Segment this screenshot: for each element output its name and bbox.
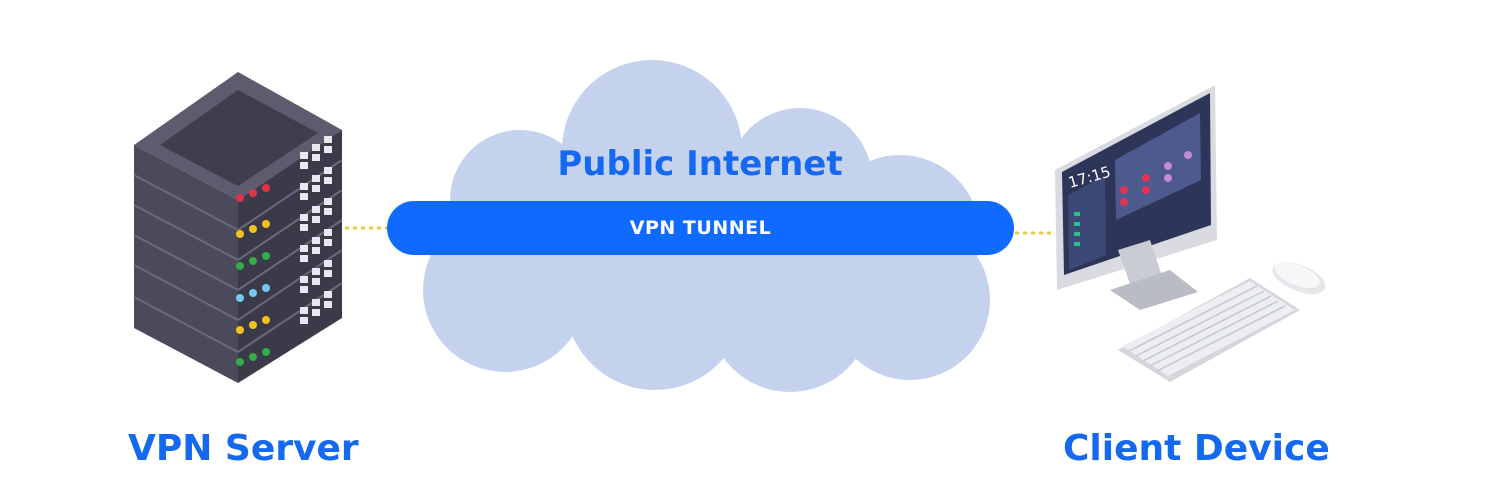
server-vent (300, 193, 308, 200)
server-vent (300, 245, 308, 252)
client-label: Client Device (1063, 428, 1330, 469)
server-vent (312, 247, 320, 254)
server-vent (312, 206, 320, 213)
server-vent (324, 198, 332, 205)
desktop-computer-icon: 17:15 (1055, 85, 1330, 382)
server-vent (300, 214, 308, 221)
server-vent (300, 307, 308, 314)
server-vent (324, 291, 332, 298)
server-vent (312, 278, 320, 285)
server-vent (300, 183, 308, 190)
server-vent (324, 136, 332, 143)
server-vent (324, 301, 332, 308)
server-vent (312, 299, 320, 306)
server-rack-icon (134, 72, 342, 383)
server-vent (324, 208, 332, 215)
server-vent (312, 216, 320, 223)
server-vent (312, 309, 320, 316)
server-vent (312, 237, 320, 244)
server-vent (324, 239, 332, 246)
server-vent (324, 270, 332, 277)
server-vent (312, 185, 320, 192)
vpn-tunnel: VPN TUNNEL (387, 201, 1014, 255)
server-vent (324, 260, 332, 267)
server-vent (300, 317, 308, 324)
server-vent (312, 268, 320, 275)
server-vent (300, 224, 308, 231)
server-label: VPN Server (128, 428, 359, 469)
vpn-tunnel-label: VPN TUNNEL (630, 217, 771, 239)
server-vent (300, 276, 308, 283)
server-vent (324, 229, 332, 236)
server-vent (300, 286, 308, 293)
server-vent (300, 255, 308, 262)
cloud-title: Public Internet (0, 144, 1400, 184)
